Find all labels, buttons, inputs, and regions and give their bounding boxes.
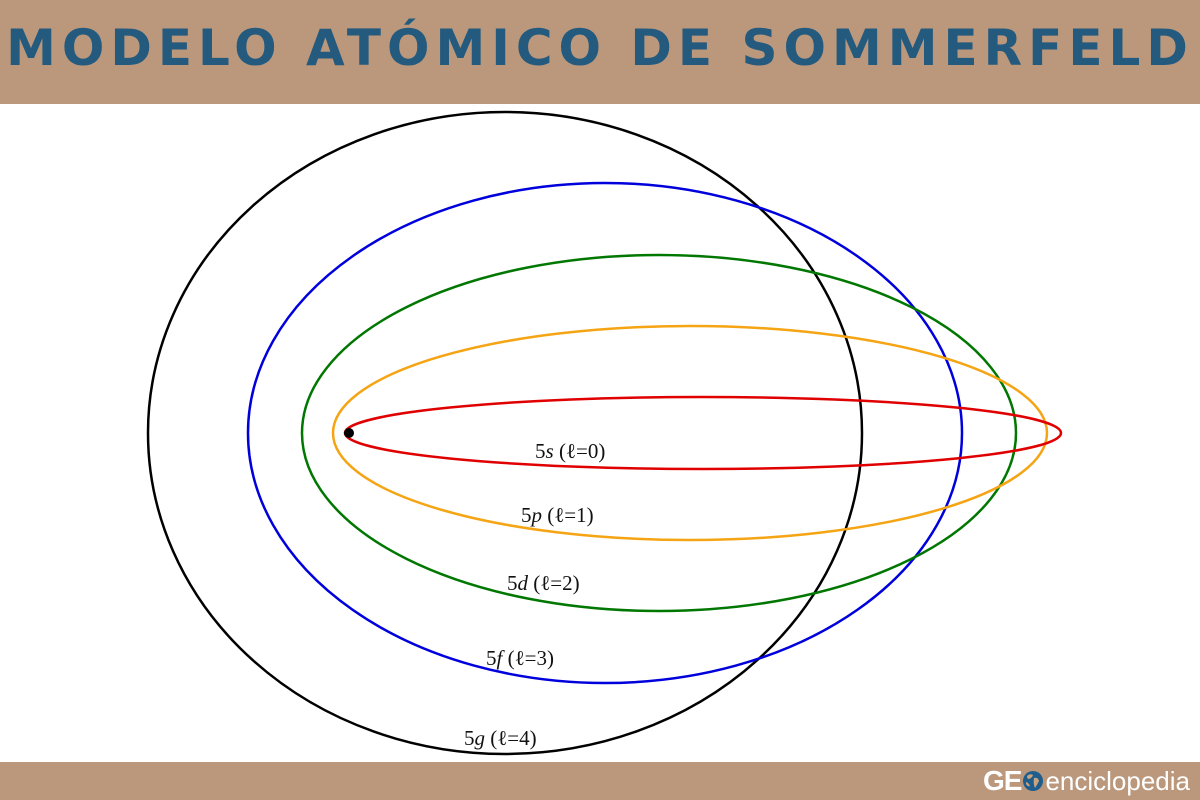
orbit-label-5d: 5d (ℓ=2)	[507, 571, 580, 595]
orbit-5s	[343, 395, 1063, 471]
title-banner: MODELO ATÓMICO DE SOMMERFELD	[0, 0, 1200, 104]
orbit-label-5f: 5f (ℓ=3)	[486, 646, 554, 670]
logo-enciclopedia-text: enciclopedia	[1045, 765, 1190, 796]
orbit-group	[146, 110, 1063, 756]
orbit-5p	[331, 324, 1049, 542]
orbit-5d	[300, 253, 1018, 613]
orbit-5f	[246, 181, 964, 685]
footer-bar: GE enciclopedia	[0, 762, 1200, 800]
orbit-label-5g: 5g (ℓ=4)	[464, 726, 537, 750]
orbit-label-5p: 5p (ℓ=1)	[521, 503, 594, 527]
page-title: MODELO ATÓMICO DE SOMMERFELD	[6, 19, 1194, 77]
orbit-label-5s: 5s (ℓ=0)	[535, 439, 605, 463]
orbit-label-group: 5g (ℓ=4) 5f (ℓ=3) 5d (ℓ=2) 5p (ℓ=1) 5s (ℓ=0)	[464, 439, 605, 750]
nucleus-dot	[344, 428, 354, 438]
logo-geo-text: GE	[982, 765, 1022, 796]
orbit-5g	[146, 110, 864, 756]
geoenciclopedia-logo: GE enciclopedia	[983, 765, 1190, 797]
globe-icon	[1023, 771, 1044, 791]
